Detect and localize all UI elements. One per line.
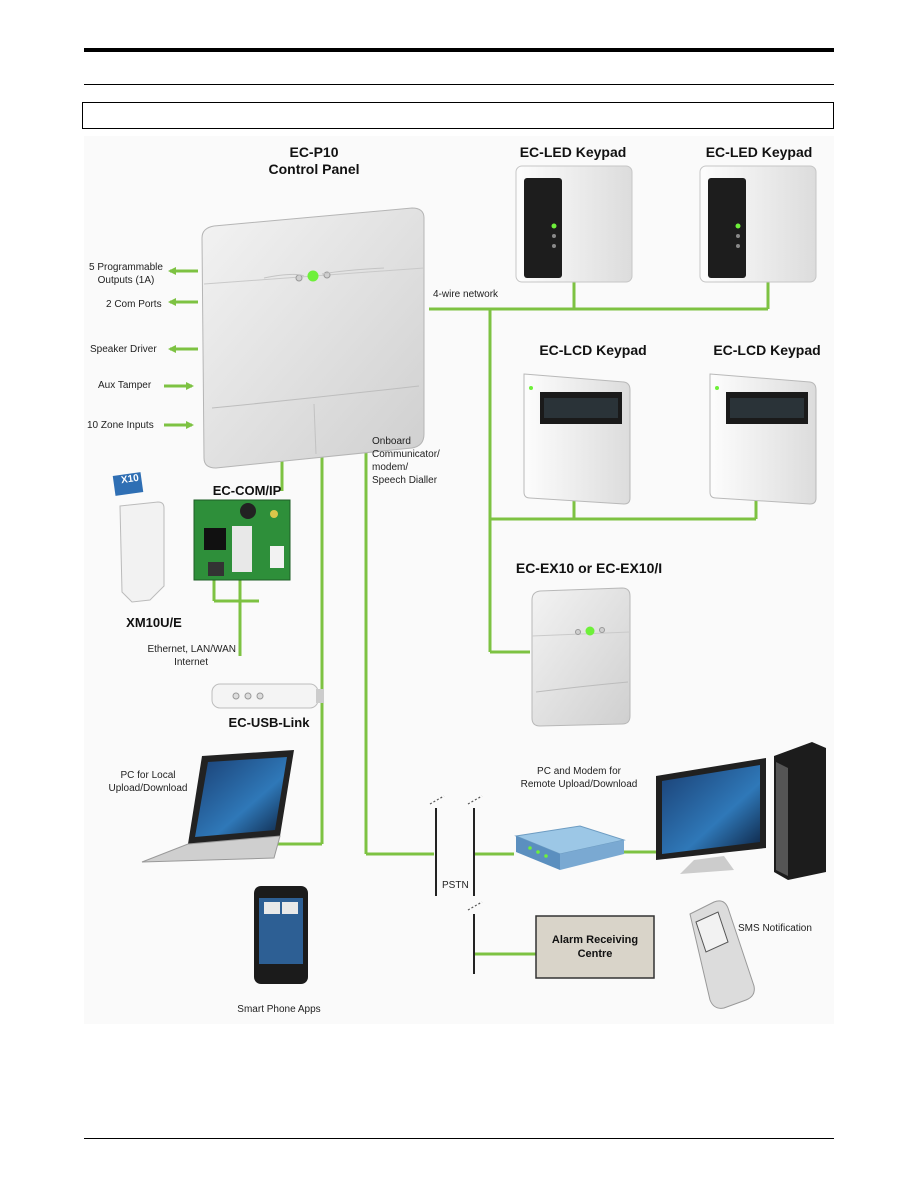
expander-title: EC-EX10 or EC-EX10/I bbox=[515, 560, 663, 576]
desktop-pc bbox=[656, 742, 826, 880]
led-keypad-title-2: EC-LED Keypad bbox=[705, 144, 813, 160]
ethernet-label-2: Internet bbox=[174, 657, 208, 668]
lcd-keypad-title-2: EC-LCD Keypad bbox=[713, 342, 821, 358]
pstn-lines bbox=[435, 808, 475, 974]
network-label: 4-wire network bbox=[433, 289, 499, 300]
com-ports-label: 2 Com Ports bbox=[106, 299, 162, 310]
pc-local-label-2: Upload/Download bbox=[108, 783, 188, 794]
led-keypad-device-2 bbox=[699, 165, 817, 283]
pc-local-label-1: PC for Local bbox=[120, 770, 176, 781]
led-keypad-device-1 bbox=[515, 165, 633, 283]
com-ip-title: EC-COM/IP bbox=[212, 483, 282, 498]
usb-link-device bbox=[211, 683, 324, 709]
pstn-label: PSTN bbox=[442, 880, 469, 891]
communicator-label-3: modem/ bbox=[372, 462, 409, 473]
lcd-keypad-device-2 bbox=[709, 373, 817, 505]
smartphone bbox=[254, 886, 308, 984]
expander-device bbox=[531, 587, 631, 727]
arc-box bbox=[535, 915, 655, 979]
aux-tamper-label: Aux Tamper bbox=[98, 380, 152, 391]
laptop bbox=[141, 750, 294, 863]
sms-label: SMS Notification bbox=[738, 923, 812, 934]
lcd-keypad-title-1: EC-LCD Keypad bbox=[539, 342, 647, 358]
communicator-label-1: Onboard bbox=[372, 436, 411, 447]
pc-remote-label-2: Remote Upload/Download bbox=[520, 779, 638, 790]
communicator-label-4: Speech Dialler bbox=[372, 475, 438, 486]
outputs-label-line2: Outputs (1A) bbox=[97, 275, 155, 286]
ethernet-label-1: Ethernet, LAN/WAN bbox=[147, 644, 236, 655]
system-diagram: EC-P10 Control Panel EC-LED Keypad EC-LE… bbox=[84, 136, 834, 1024]
outputs-label-line1: 5 Programmable bbox=[89, 262, 163, 273]
header-rule bbox=[84, 48, 834, 52]
communicator-label-2: Communicator/ bbox=[372, 449, 440, 460]
xm10-title: XM10U/E bbox=[126, 615, 182, 630]
led-keypad-title-1: EC-LED Keypad bbox=[519, 144, 627, 160]
usb-link-title: EC-USB-Link bbox=[228, 715, 310, 730]
pc-remote-label-1: PC and Modem for bbox=[537, 766, 621, 777]
smartphone-label: Smart Phone Apps bbox=[237, 1004, 321, 1015]
control-panel-title: EC-P10 bbox=[289, 144, 339, 160]
speaker-label: Speaker Driver bbox=[90, 344, 157, 355]
figure-title-box bbox=[82, 102, 834, 129]
com-ip-board bbox=[193, 499, 291, 581]
lcd-keypad-device-1 bbox=[523, 373, 631, 505]
arc-label-1: Alarm Receiving bbox=[551, 934, 639, 946]
control-panel-device bbox=[201, 207, 425, 469]
arc-label-2: Centre bbox=[577, 948, 613, 960]
header-thin-rule bbox=[84, 84, 834, 85]
diagram-graphics bbox=[112, 165, 826, 1009]
zone-inputs-label: 10 Zone Inputs bbox=[87, 420, 154, 431]
xm10-module bbox=[112, 472, 165, 603]
control-panel-subtitle: Control Panel bbox=[268, 161, 360, 177]
mobile-phone bbox=[689, 900, 755, 1009]
footer-rule bbox=[84, 1138, 834, 1139]
modem bbox=[514, 825, 626, 870]
